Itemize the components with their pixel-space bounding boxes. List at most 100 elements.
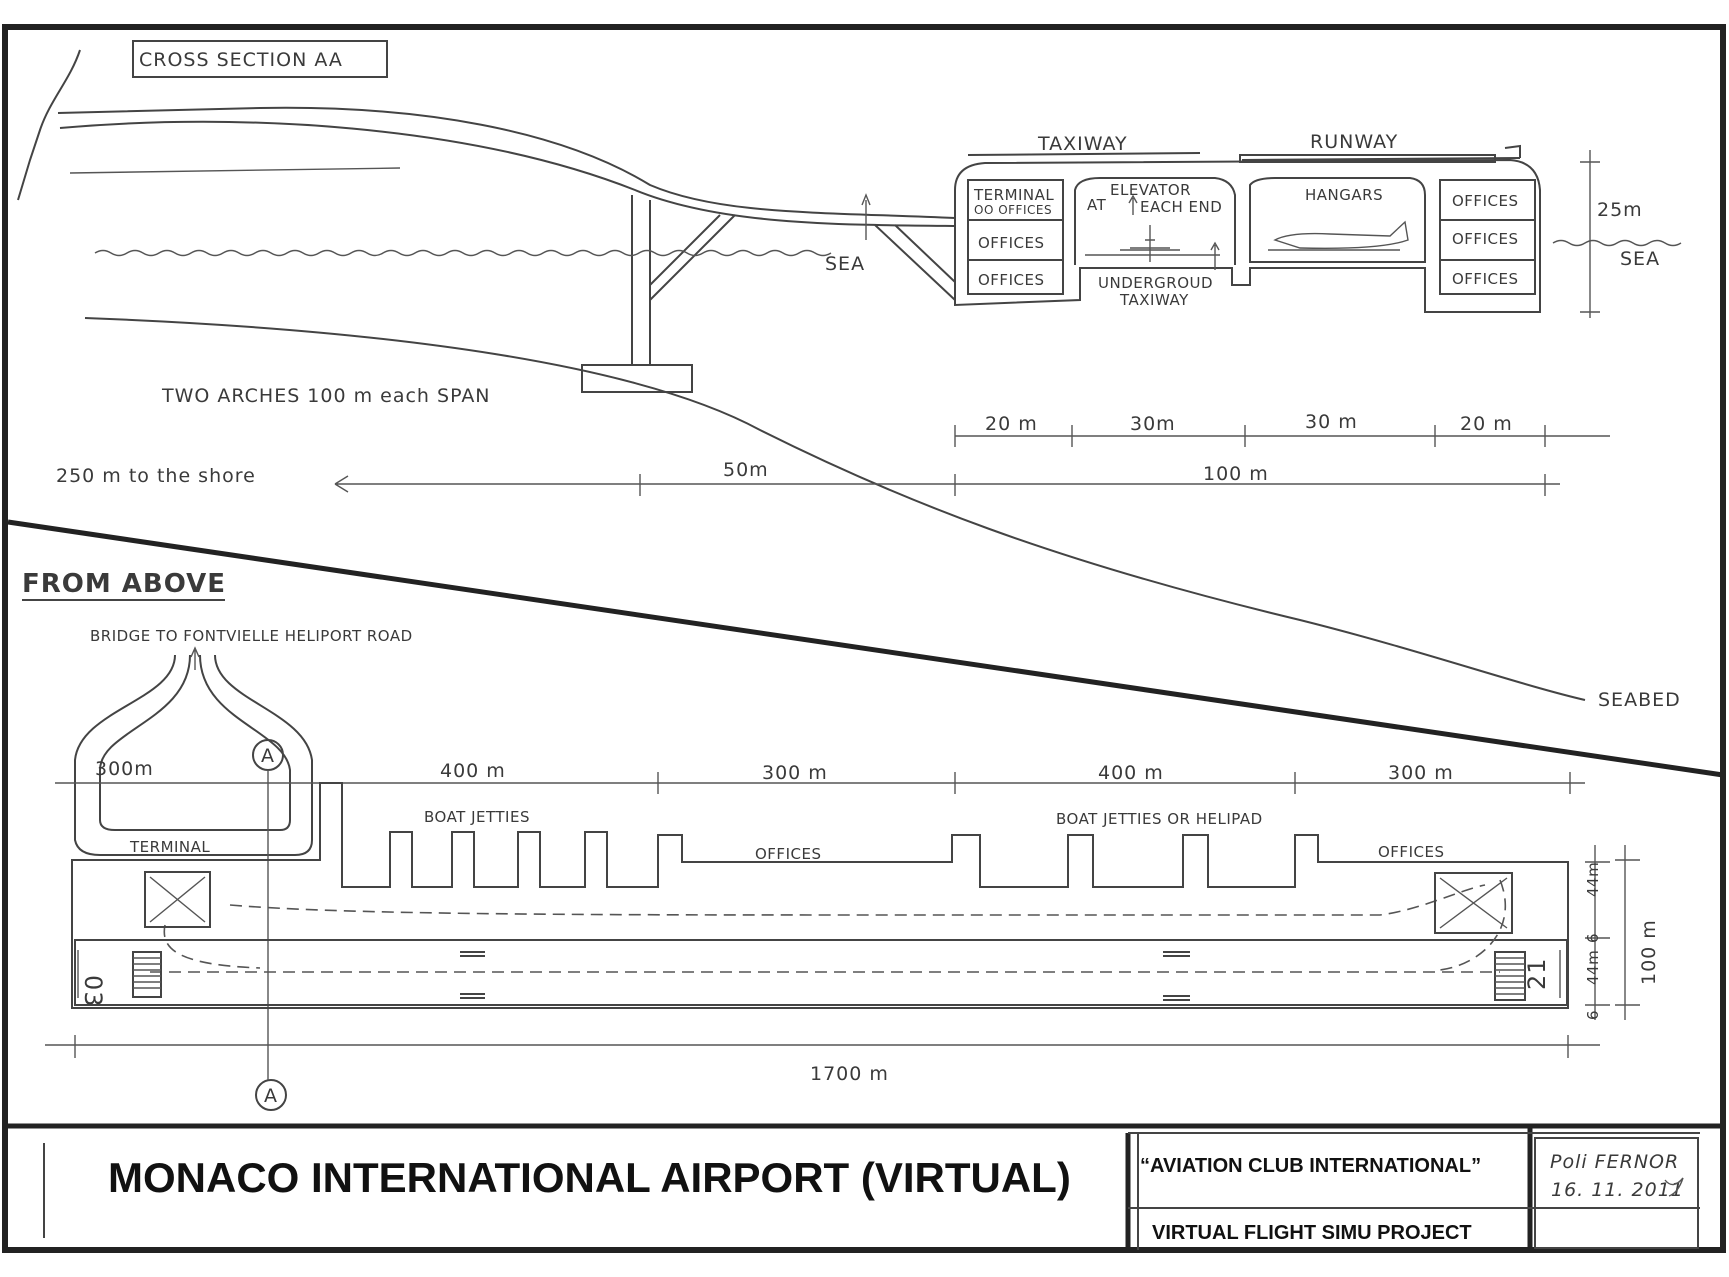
sea-top-line	[69, 167, 401, 174]
plan-dimension-chain	[55, 772, 1585, 794]
airplane-icon	[1085, 225, 1220, 262]
author-name: Poli FERNOR	[1550, 1151, 1679, 1173]
cross-section-heading: CROSS SECTION AA	[139, 49, 343, 71]
sea-surface	[94, 249, 832, 257]
elevator-hall	[1074, 177, 1236, 265]
runway-end-lights	[77, 950, 1561, 998]
length-dimension-line	[45, 1035, 1600, 1058]
offices-label-b: OFFICES	[1378, 843, 1444, 861]
runway-21-label: 21	[1523, 957, 1551, 990]
dim-100: 100 m	[1203, 463, 1269, 485]
runway-end	[1504, 144, 1521, 158]
taxiway-connector-east	[1439, 879, 1506, 971]
project-name: VIRTUAL FLIGHT SIMU PROJECT	[1152, 1222, 1472, 1244]
dim-100m: 100 m	[1638, 919, 1660, 985]
office-floors	[1440, 219, 1535, 261]
office-label-3: OFFICES	[1452, 192, 1518, 210]
bridge-road-inner	[99, 654, 291, 831]
shore-label: 250 m to the shore	[56, 465, 256, 487]
dim-400b: 400 m	[1098, 762, 1164, 784]
terminal-brace	[874, 224, 956, 301]
office-column	[1439, 179, 1536, 295]
dim-20b: 20 m	[1460, 413, 1513, 435]
dim-30b: 30 m	[1305, 411, 1358, 433]
dim-400a: 400 m	[440, 760, 506, 782]
title-block: MONACO INTERNATIONAL AIRPORT (VIRTUAL) “…	[5, 1123, 1723, 1250]
plan-view: FROM ABOVE BRIDGE TO FONTVIELLE HELIPORT…	[22, 569, 1660, 1111]
section-divider	[7, 519, 1724, 778]
sheet-border	[2, 24, 1726, 1253]
office-label-1: OFFICES	[978, 234, 1044, 252]
bridge-deck-bottom	[59, 120, 956, 227]
drawing-title: MONACO INTERNATIONAL AIRPORT (VIRTUAL)	[108, 1154, 1071, 1201]
section-marker-bottom-label: A	[264, 1085, 278, 1107]
section-dimension-line	[954, 425, 1610, 447]
dim-300-bridge: 300m	[95, 758, 154, 780]
seabed-label: SEABED	[1598, 689, 1681, 711]
shore-dimension-line	[334, 474, 1560, 496]
taxiway-label: TAXIWAY	[1037, 133, 1128, 155]
bridge-deck-top	[57, 106, 956, 219]
coastline	[17, 49, 81, 201]
runway-03-label: 03	[79, 975, 107, 1008]
office-label-2: OFFICES	[978, 271, 1044, 289]
plan-heading: FROM ABOVE	[22, 569, 226, 599]
underground-arrow	[1210, 241, 1220, 270]
bridge-arrow	[190, 646, 200, 670]
height-dimension	[1580, 150, 1600, 318]
underground-label-2: TAXIWAY	[1119, 291, 1189, 309]
runway-deck	[1239, 154, 1496, 163]
section-marker-top-label: A	[261, 745, 275, 767]
pier-brace	[649, 214, 736, 301]
pier-foundation	[581, 364, 693, 393]
terminal-column	[967, 179, 1064, 295]
threshold-east	[1494, 951, 1526, 1001]
sea-label-right: SEA	[1620, 248, 1660, 270]
signature	[1664, 1177, 1684, 1197]
elevator-pad-east	[1434, 872, 1513, 934]
width-dimension-line	[1585, 845, 1610, 1020]
dim-300b: 300 m	[762, 762, 828, 784]
taxiway-line	[229, 884, 1486, 916]
length-label: 1700 m	[810, 1063, 889, 1085]
office-label-5: OFFICES	[1452, 270, 1518, 288]
hangars-label: HANGARS	[1305, 186, 1383, 204]
sea-surface-right	[1552, 239, 1682, 247]
terminal-label: TERMINAL	[129, 838, 210, 856]
dim-6a: 6	[1584, 933, 1602, 943]
elevator-pad-west	[144, 871, 211, 928]
title-block-grid	[1128, 1132, 1700, 1250]
dim-20a: 20 m	[985, 413, 1038, 435]
taxiway-connector-west	[163, 924, 261, 969]
seabed-line	[84, 317, 1586, 701]
elevator-pad-west-cross	[149, 876, 206, 923]
runway	[74, 939, 1568, 1006]
threshold-west	[132, 951, 162, 998]
elevator-label-at: AT	[1087, 196, 1107, 214]
bridge-pier	[631, 195, 651, 365]
bridge-label: BRIDGE TO FONTVIELLE HELIPORT ROAD	[90, 627, 413, 645]
terminal-office-label: TERMINAL	[973, 186, 1054, 204]
height-label: 25m	[1597, 199, 1643, 221]
dim-44b: 44m	[1584, 950, 1602, 985]
aircraft-in-hangar-icon	[1268, 220, 1409, 251]
office-label-4: OFFICES	[1452, 230, 1518, 248]
dim-300c: 300 m	[1388, 762, 1454, 784]
boat-jetties-label: BOAT JETTIES	[424, 808, 530, 826]
elevator-pad-east-cross	[1439, 877, 1508, 929]
club-name: “AVIATION CLUB INTERNATIONAL”	[1140, 1155, 1481, 1177]
runway-label: RUNWAY	[1310, 131, 1398, 153]
bridge-road-outer	[74, 654, 313, 856]
runway-marks	[460, 951, 1190, 1001]
boat-jetties-helipad-label: BOAT JETTIES OR HELIPAD	[1056, 810, 1263, 828]
cross-section: CROSS SECTION AA SEA SEA SEABED TAXIWAY …	[17, 40, 1682, 711]
sea-label: SEA	[825, 253, 865, 275]
author-box	[1534, 1137, 1699, 1249]
elevator-label-2: EACH END	[1140, 198, 1222, 216]
terminal-office-sub-label: OO OFFICES	[974, 203, 1052, 217]
drawing-date: 16. 11. 2011	[1551, 1179, 1684, 1201]
dim-30a: 30m	[1130, 413, 1176, 435]
deck-surface	[967, 152, 1521, 161]
